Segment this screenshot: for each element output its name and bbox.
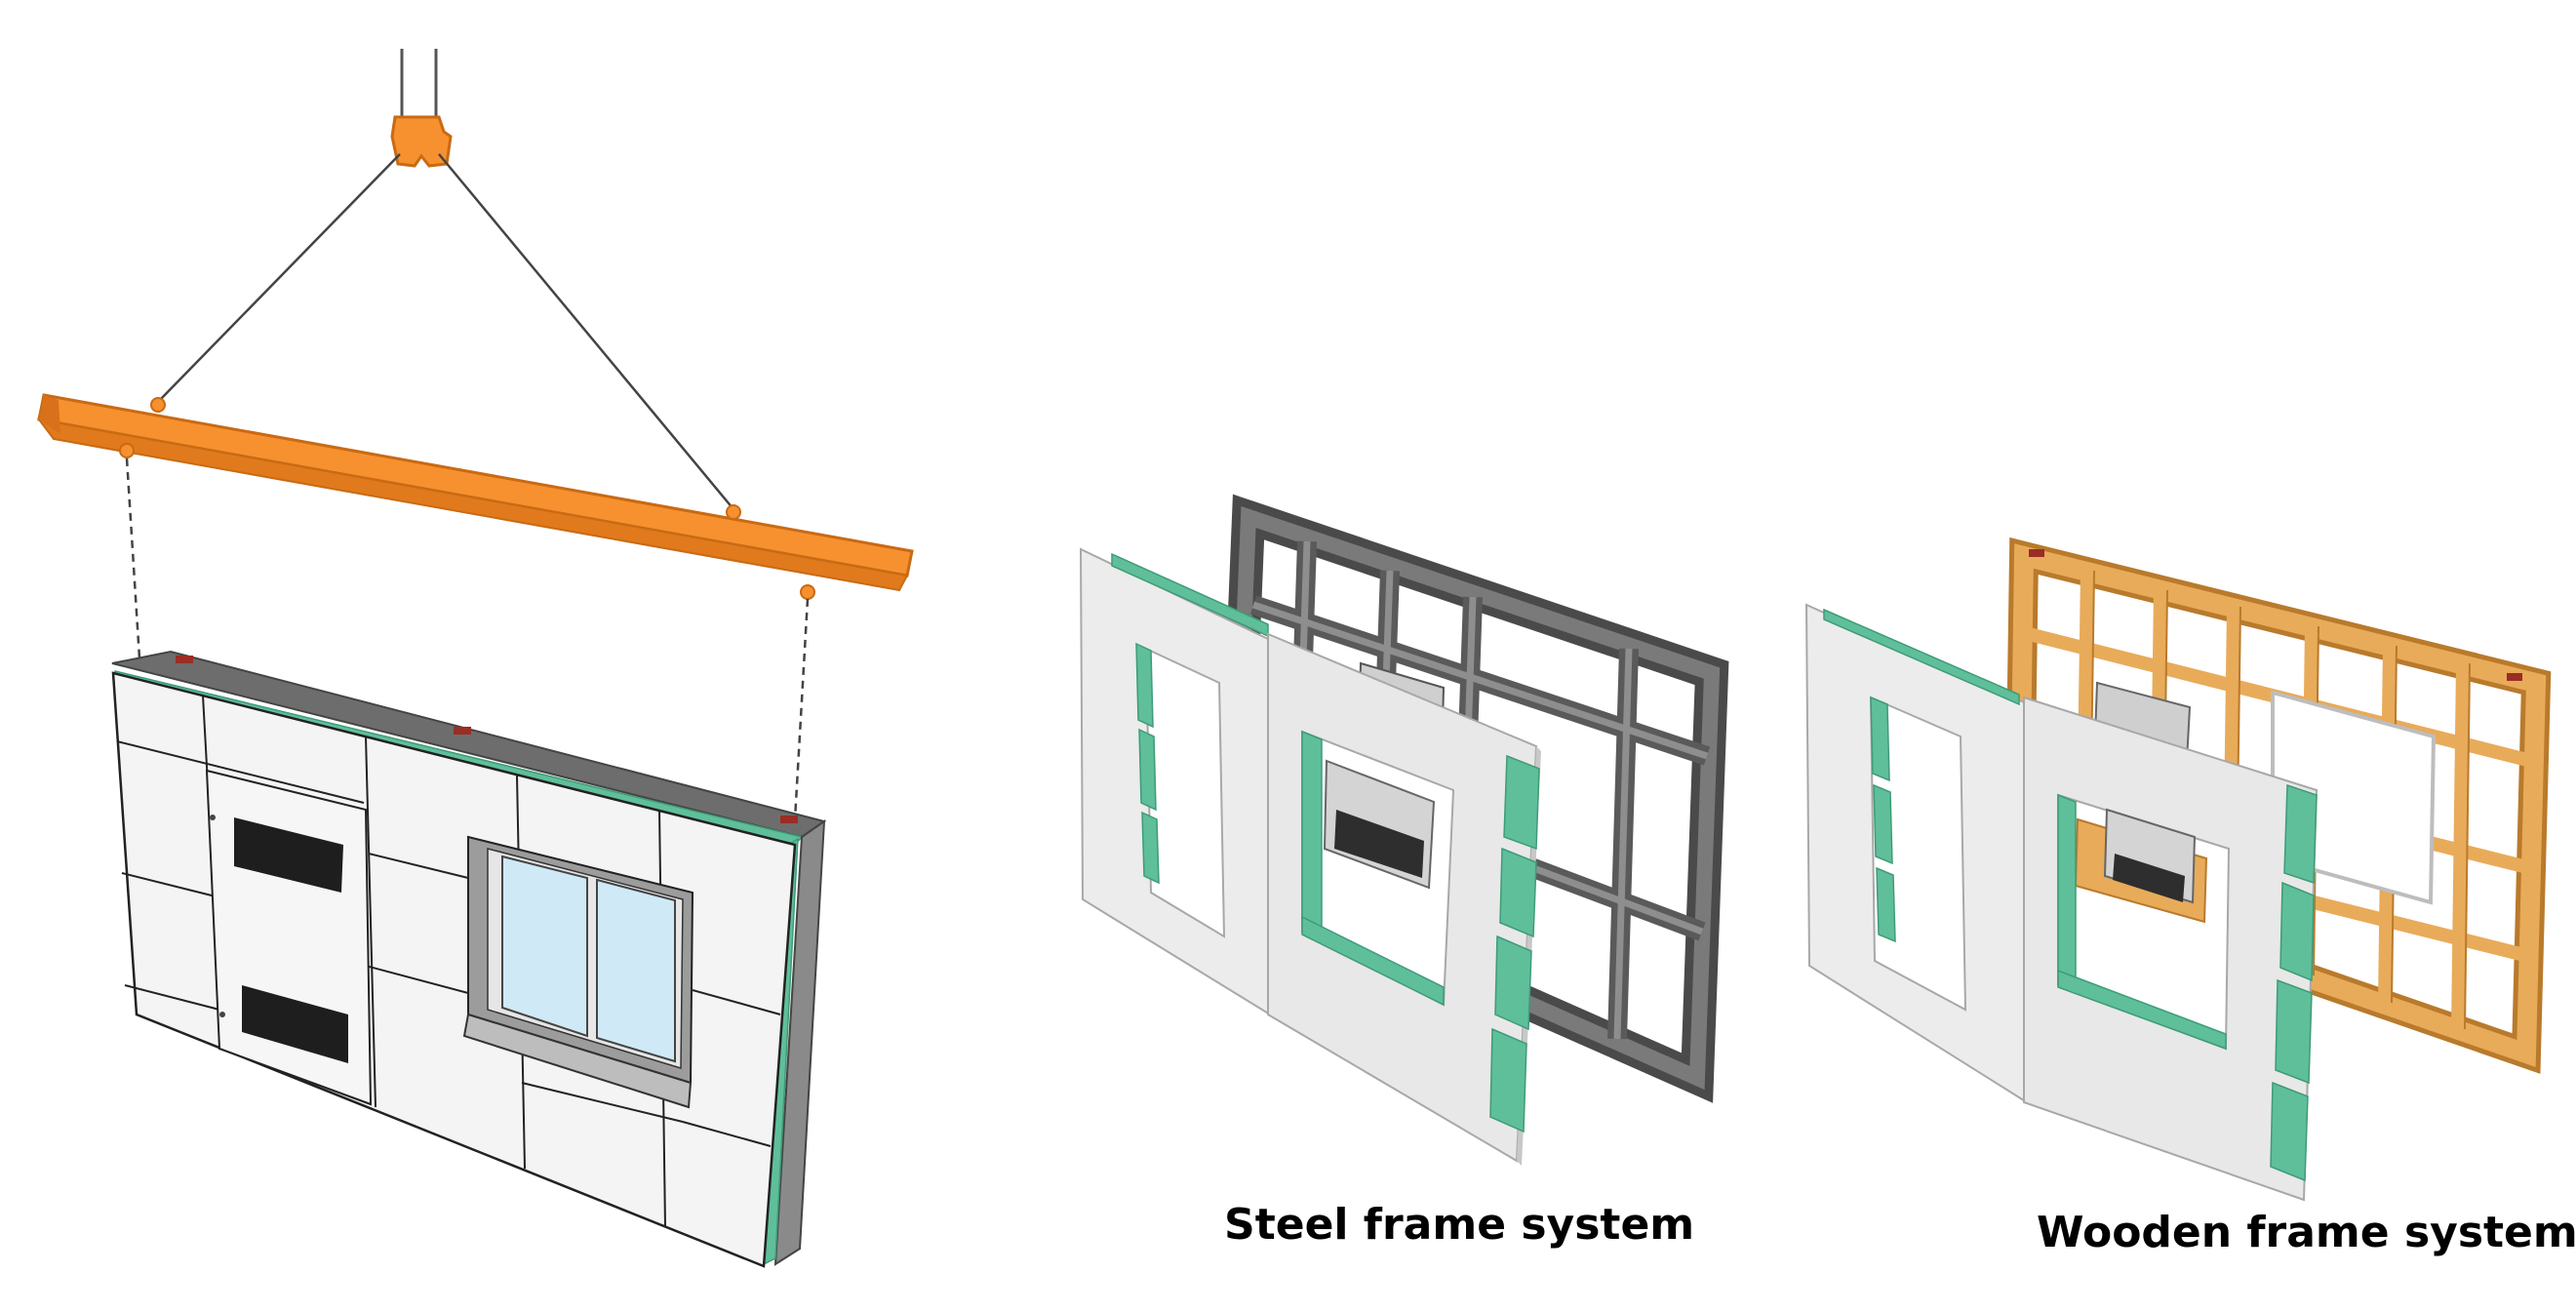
hanging-lines xyxy=(125,458,810,820)
wooden-frame-system: Wooden frame system xyxy=(1804,537,2576,1257)
wooden-inner-board xyxy=(2023,696,2318,1202)
spreader-beam xyxy=(36,393,914,600)
window-pane-left xyxy=(501,855,588,1038)
window-sill xyxy=(462,1013,693,1109)
vent-grille-bottom xyxy=(242,985,348,1063)
steel-outer-board xyxy=(1079,547,1272,1016)
vent-grille-top xyxy=(234,817,343,893)
wooden-outer-board xyxy=(1804,603,2029,1104)
window xyxy=(462,835,694,1109)
crane-hook-block xyxy=(390,115,453,168)
facade-panel xyxy=(111,650,827,1268)
crane-cable xyxy=(400,49,438,122)
lifting-assembly xyxy=(36,49,914,820)
steel-inner-board xyxy=(1267,632,1541,1166)
steel-frame-system: Steel frame system xyxy=(1079,494,1729,1250)
window-pane-right xyxy=(596,878,676,1063)
lifting-lugs xyxy=(176,656,798,823)
wooden-frame-caption: Wooden frame system xyxy=(2037,1208,2576,1257)
steel-frame-caption: Steel frame system xyxy=(1224,1200,1694,1250)
lifting-slings xyxy=(157,153,734,510)
service-hatch xyxy=(205,769,373,1106)
